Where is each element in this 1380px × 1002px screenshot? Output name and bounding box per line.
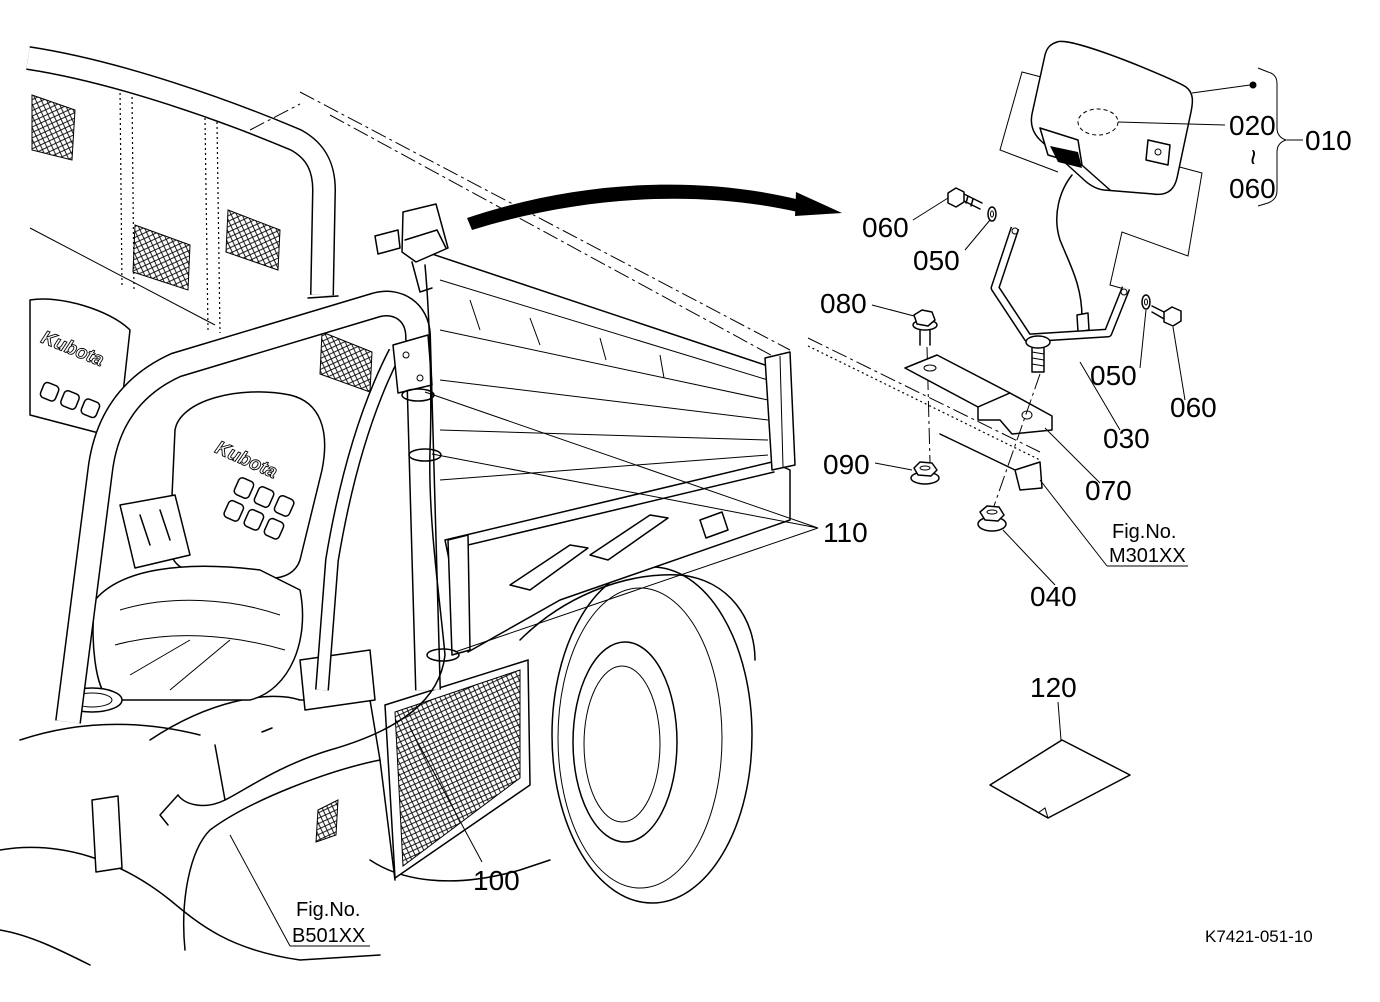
decal-sheet [989,739,1131,819]
washer-right [1141,294,1151,310]
washer-left [987,206,997,222]
mounting-bolt [1025,335,1051,373]
part-label-020: 020 [1229,110,1276,141]
drawing-code: K7421-051-10 [1205,927,1313,946]
work-light-assembly [1030,40,1194,333]
mounting-plate [904,354,1053,435]
part-label-060-range-end: 060 [1229,173,1276,204]
mesh-panel [31,94,76,161]
part-label-120: 120 [1030,672,1077,703]
mesh-panel [319,331,373,393]
cargo-bed [249,91,791,481]
upper-roll-bar [26,46,339,299]
bed-floor-slats [439,279,769,481]
part-label-010: 010 [1305,125,1352,156]
vehicle-body [0,649,551,966]
nut-040 [977,505,1007,532]
bolt-right [1151,305,1182,327]
seat-vents-left [39,381,101,419]
detail-arrow [467,184,842,230]
leader-dot [1249,81,1257,89]
range-separator: ~ [1238,149,1269,165]
mesh-panel [225,209,281,271]
part-callouts: 020 010 ~ 060 060 050 080 050 060 030 09… [292,110,1352,947]
bolt-080 [912,309,938,346]
part-label-080: 080 [820,288,867,319]
part-label-060-left: 060 [862,212,909,243]
side-vent [315,799,339,843]
figure-ref-prefix-frame: Fig.No. [1112,521,1176,543]
part-label-110: 110 [823,517,868,548]
light-bracket [990,226,1131,343]
mount-plate [392,334,433,394]
figure-ref-number-harness: B501XX [292,925,365,947]
nut-090 [910,461,940,485]
exploded-parts [807,40,1203,819]
wiring-harness [177,264,446,807]
part-label-060-right: 060 [1170,392,1217,423]
console [119,494,191,569]
frame-rail [807,337,1043,491]
part-label-030: 030 [1103,423,1150,454]
figure-ref-prefix-harness: Fig.No. [296,899,360,921]
vent-grille [384,658,531,880]
part-label-040: 040 [1030,581,1077,612]
part-label-090: 090 [823,449,870,480]
mounted-work-light [374,203,449,394]
vehicle-drawing: Kubota Kubota [0,46,796,966]
bolt-left [947,187,983,210]
seats: Kubota Kubota [29,298,326,713]
wire-clamps [401,388,460,662]
part-label-050-right: 050 [1090,360,1137,391]
part-label-050-left: 050 [913,245,960,276]
mesh-panel [132,224,191,291]
rollover-bar [55,290,441,724]
part-label-070: 070 [1085,475,1132,506]
seat-cushion [92,565,304,701]
part-label-100: 100 [473,865,520,896]
leader-lines [229,67,1303,947]
bed-side-panel [444,351,796,661]
seat-vents-right [223,477,295,540]
figure-ref-number-frame: M301XX [1109,545,1186,567]
rear-wheel [551,566,753,904]
